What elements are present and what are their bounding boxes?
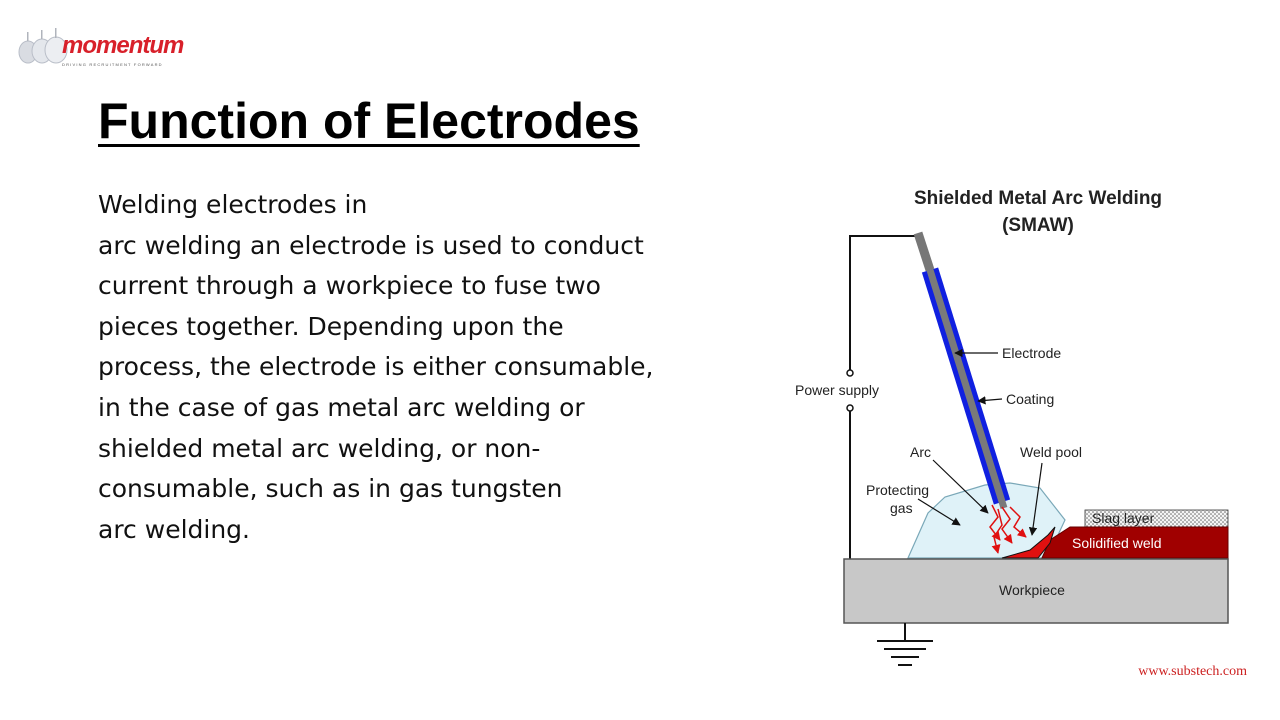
label-arc: Arc <box>910 444 931 460</box>
arc-spark <box>1001 506 1013 544</box>
label-weld-pool: Weld pool <box>1020 444 1082 460</box>
momentum-logo <box>18 28 68 64</box>
smaw-diagram: Shielded Metal Arc Welding (SMAW) Power … <box>795 188 1247 679</box>
label-solidified-weld: Solidified weld <box>1072 535 1162 551</box>
label-electrode: Electrode <box>1002 345 1061 361</box>
body-line: shielded metal arc welding, or non- <box>98 433 541 463</box>
electrode-core <box>926 268 1008 510</box>
leader-protecting-gas <box>917 498 961 526</box>
label-power-supply: Power supply <box>795 382 879 398</box>
body-line: pieces together. Depending upon the <box>98 311 564 341</box>
logo-tagline: DRIVING RECRUITMENT FORWARD <box>62 62 163 67</box>
body-line: consumable, such as in gas tungsten <box>98 474 563 504</box>
body-line: arc welding an electrode is used to cond… <box>98 230 644 260</box>
source-credit: www.substech.com <box>1138 664 1247 679</box>
arc-spark <box>991 508 1003 554</box>
slide-body: Welding electrodes in arc welding an ele… <box>98 185 778 550</box>
label-protecting-gas-line1: Protecting <box>866 482 929 498</box>
arc-spark <box>1009 506 1027 538</box>
workpiece <box>843 558 1229 624</box>
leader-coating <box>977 396 1003 405</box>
leader-arc <box>932 459 989 514</box>
weld-pool <box>1001 526 1056 559</box>
body-line: current through a workpiece to fuse two <box>98 271 601 301</box>
terminal-positive <box>846 369 854 377</box>
electrode-tip-top <box>913 231 935 272</box>
logo-wordmark: momentum <box>62 32 184 59</box>
body-line: in the case of gas metal arc welding or <box>98 392 585 422</box>
body-line: process, the electrode is either consuma… <box>98 352 654 382</box>
body-line: Welding electrodes in <box>98 190 368 219</box>
label-protecting-gas-line2: gas <box>890 500 913 516</box>
body-line: arc welding. <box>98 514 250 544</box>
diagram-title-line2: (SMAW) <box>1002 215 1074 236</box>
label-slag-layer: Slag layer <box>1092 510 1155 526</box>
terminal-negative <box>846 404 854 412</box>
arc-spark <box>989 504 1001 541</box>
label-coating: Coating <box>1006 391 1054 407</box>
slide-title: Function of Electrodes <box>98 93 640 149</box>
leader-weld-pool <box>1028 462 1043 536</box>
diagram-title-line1: Shielded Metal Arc Welding <box>914 188 1162 209</box>
circuit-wire-top <box>849 235 920 370</box>
label-workpiece: Workpiece <box>999 582 1065 598</box>
